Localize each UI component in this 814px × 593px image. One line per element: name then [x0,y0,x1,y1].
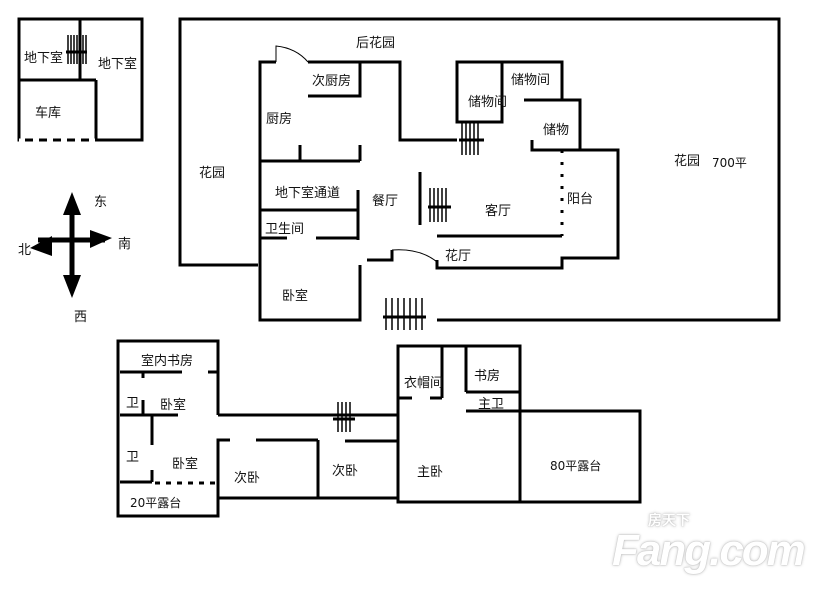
door-swing-icon [391,249,438,263]
room-label-terrace-large: 80平露台 [550,459,602,473]
compass-west: 西 [74,310,88,325]
room-label-secondary-kitchen: 次厨房 [312,74,352,89]
room-label-master-bedroom: 主卧 [417,465,444,480]
room-label-master-bath: 主卫 [478,397,505,412]
room-label-basement-1: 地下室 [24,51,64,66]
room-label-terrace-small: 20平露台 [130,496,182,510]
room-label-bath-2: 卫 [126,450,140,465]
room-label-bedroom-1: 卧室 [160,398,187,413]
garden-boundary [178,17,781,322]
compass-icon [30,192,112,298]
watermark-en: Fang.com [612,526,806,575]
ground-floor-walls [258,45,620,322]
room-label-bedroom-2: 卧室 [172,457,199,472]
room-label-second-bedroom-1: 次卧 [234,471,261,486]
room-label-garden-right: 花园 [674,154,701,169]
garden-area: 700平 [712,156,747,170]
room-label-storage-1: 储物间 [468,95,508,110]
room-label-bathroom: 卫生间 [265,222,305,237]
room-label-storage-3: 储物 [543,123,570,138]
room-label-back-garden: 后花园 [356,36,396,51]
room-label-study: 书房 [474,369,501,384]
room-label-basement-2: 地下室 [98,57,138,72]
room-label-living: 客厅 [485,204,512,219]
basement-walls [17,17,144,142]
room-label-bedroom: 卧室 [282,289,309,304]
room-label-kitchen: 厨房 [266,112,293,127]
room-label-basement-passage: 地下室通道 [275,186,341,201]
room-label-cloakroom: 衣帽间 [404,376,444,391]
room-label-indoor-study: 室内书房 [141,354,194,369]
compass-north: 北 [18,243,32,258]
room-label-flower-hall: 花厅 [445,249,472,264]
room-label-second-bedroom-2: 次卧 [332,464,359,479]
room-label-balcony: 阳台 [567,192,594,207]
watermark-cn: 房天下 [648,512,690,528]
watermark-logo: 房天下 Fang.com [612,512,806,575]
room-label-dining: 餐厅 [372,194,399,209]
room-label-bath-1: 卫 [126,396,140,411]
compass-south: 南 [118,237,132,252]
stairs-icon [66,35,87,64]
room-label-garden-left: 花园 [199,166,226,181]
compass-east: 东 [94,195,108,210]
upper-floor-walls [116,339,642,518]
door-swing-icon [275,45,309,63]
room-label-garage: 车库 [35,106,62,121]
stairs-icon [333,122,484,432]
room-label-storage-2: 储物间 [511,73,551,88]
